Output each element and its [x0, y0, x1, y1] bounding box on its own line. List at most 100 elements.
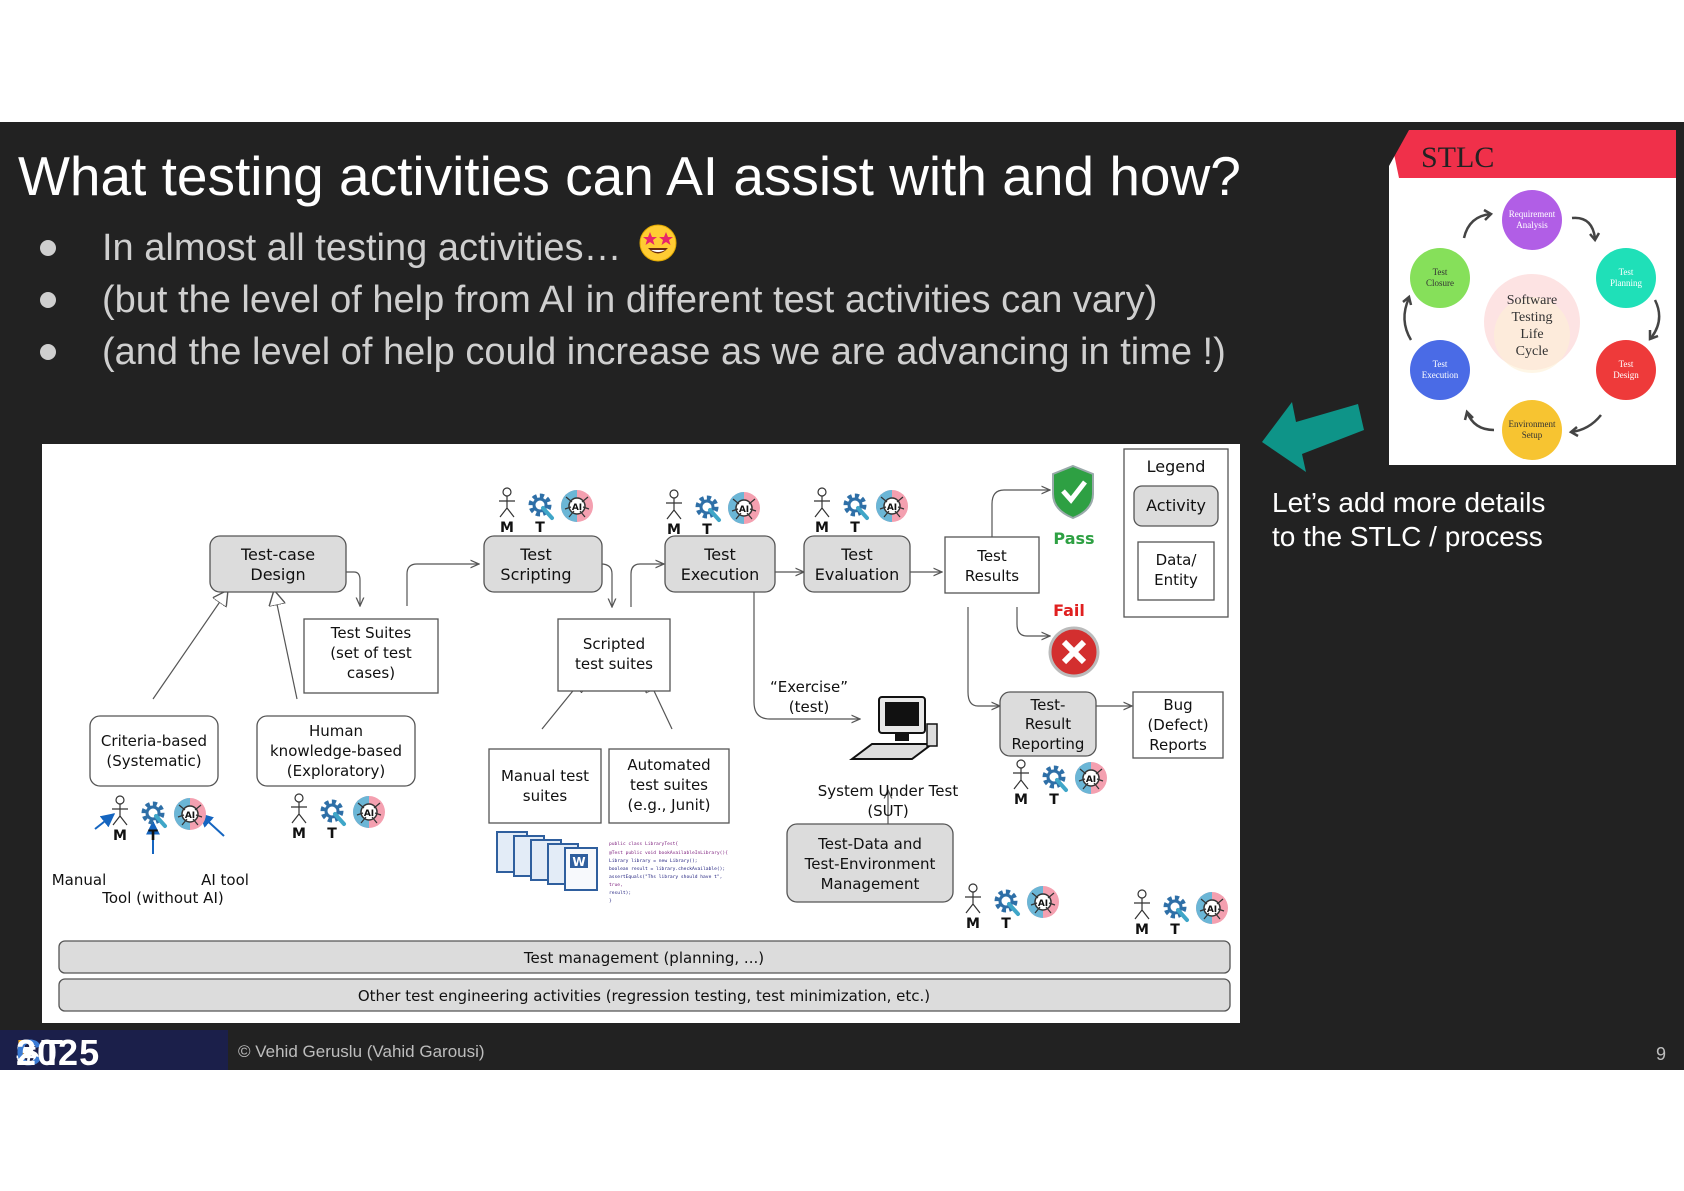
svg-text:T: T	[1170, 922, 1180, 938]
svg-text:M: M	[113, 828, 127, 844]
svg-text:Test-: Test-	[1030, 696, 1066, 714]
svg-text:Reports: Reports	[1149, 736, 1207, 754]
svg-text:T: T	[148, 828, 158, 844]
svg-text:T: T	[1049, 792, 1059, 808]
svg-text:Test-Data and: Test-Data and	[817, 835, 922, 853]
star-struck-emoji-icon	[638, 223, 678, 277]
svg-text:T: T	[702, 522, 712, 538]
computer-icon	[849, 696, 938, 760]
activity-test-execution: Test Execution	[664, 535, 776, 593]
bullet-list: In almost all testing activities… (but t…	[40, 222, 1226, 378]
bullet-dot	[40, 240, 56, 256]
fail-x-icon	[1048, 626, 1100, 678]
note-line: Let’s add more details	[1272, 487, 1546, 518]
stlc-center-line: Software	[1507, 293, 1558, 308]
svg-text:(Defect): (Defect)	[1147, 716, 1208, 734]
svg-text:Analysis: Analysis	[1516, 220, 1548, 230]
svg-text:Scripted: Scripted	[583, 635, 645, 653]
svg-text:AI: AI	[1086, 775, 1096, 785]
mt-ai-icon-group: M T AI	[665, 489, 761, 538]
svg-text:AI: AI	[887, 503, 897, 513]
entity-test-results: Test Results	[944, 536, 1040, 594]
activity-test-evaluation: Test Evaluation	[803, 535, 911, 593]
svg-text:Test-Environment: Test-Environment	[804, 855, 936, 873]
svg-text:test suites: test suites	[575, 655, 653, 673]
svg-text:T: T	[535, 520, 545, 536]
svg-text:(set of test: (set of test	[330, 644, 412, 662]
entity-manual-suites: Manual test suites	[488, 748, 602, 824]
svg-text:Execution: Execution	[1422, 370, 1459, 380]
bullet-item: (and the level of help could increase as…	[40, 326, 1226, 378]
manual-label: Manual	[52, 871, 107, 889]
svg-text:Test: Test	[976, 547, 1007, 565]
teal-arrow-icon	[1262, 402, 1364, 472]
svg-text:Automated: Automated	[627, 756, 710, 774]
stlc-phase-environment: Environment Setup	[1502, 400, 1562, 460]
legend-activity: Activity	[1146, 496, 1206, 515]
svg-text:Test: Test	[703, 545, 736, 564]
svg-text:M: M	[1014, 792, 1028, 808]
pass-label: Pass	[1053, 529, 1094, 548]
svg-text:Test: Test	[1433, 359, 1448, 369]
activity-test-case-design: Test-case Design	[209, 535, 347, 593]
bullet-text: In almost all testing activities…	[102, 227, 622, 269]
mt-ai-icon-group: M T AI	[1133, 889, 1229, 938]
mt-ai-icon-group: M T AI	[1012, 759, 1108, 808]
mt-ai-icon-group: M T AI	[290, 793, 386, 842]
slide: What testing activities can AI assist wi…	[0, 122, 1684, 1073]
svg-text:Design: Design	[1613, 370, 1639, 380]
copyright-text: © Vehid Geruslu (Vahid Garousi)	[238, 1042, 485, 1061]
exercise-label: “Exercise”	[770, 678, 848, 696]
svg-text:}: }	[609, 898, 612, 904]
legend-title: Legend	[1147, 457, 1206, 476]
svg-text:Evaluation: Evaluation	[815, 565, 899, 584]
svg-text:cases): cases)	[347, 664, 395, 682]
svg-text:Test: Test	[1619, 267, 1634, 277]
svg-text:Test: Test	[519, 545, 552, 564]
stlc-figure: STLC Software Testing Life Cycle Require…	[1389, 130, 1676, 465]
diagram-legend: Legend Activity Data/ Entity	[1123, 448, 1229, 618]
activity-test-scripting: Test Scripting	[483, 535, 603, 593]
svg-text:result);: result);	[609, 890, 631, 896]
stlc-header-band	[1389, 130, 1676, 178]
svg-text:Planning: Planning	[1610, 278, 1643, 288]
stlc-center-line: Life	[1520, 327, 1543, 342]
bullet-dot	[40, 344, 56, 360]
svg-text:M: M	[1135, 922, 1149, 938]
note-line: to the STLC / process	[1272, 521, 1543, 552]
svg-text:Test: Test	[840, 545, 873, 564]
word-documents-icon: W	[496, 831, 598, 891]
svg-text:W: W	[572, 855, 585, 869]
activity-human-knowledge-based: Human knowledge-based (Exploratory)	[256, 715, 416, 787]
tool-label: Tool (without AI)	[101, 889, 223, 907]
stlc-cycle-arrows	[1402, 208, 1661, 438]
svg-text:Management: Management	[821, 875, 920, 893]
svg-text:Library library = new Library(: Library library = new Library();	[609, 858, 698, 864]
svg-text:Test: Test	[1433, 267, 1448, 277]
svg-text:public class LibraryTest{: public class LibraryTest{	[609, 841, 678, 847]
exercise-label: (test)	[789, 698, 830, 716]
svg-text:Closure: Closure	[1426, 278, 1454, 288]
svg-text:Human: Human	[309, 722, 363, 740]
mt-ai-icon-group: M T AI	[498, 487, 594, 536]
svg-text:T: T	[1001, 916, 1011, 932]
page-number: 9	[1656, 1044, 1667, 1064]
svg-text:assertEquals("Ths library shou: assertEquals("Ths library should have t"…	[609, 874, 722, 880]
activity-test-result-reporting: Test- Result Reporting	[999, 691, 1097, 757]
sut-label: (SUT)	[867, 802, 908, 820]
svg-text:knowledge-based: knowledge-based	[270, 742, 402, 760]
svg-text:true,: true,	[609, 882, 623, 888]
bullet-text: (and the level of help could increase as…	[102, 331, 1226, 373]
svg-text:Environment: Environment	[1509, 419, 1556, 429]
svg-text:AI: AI	[572, 503, 582, 513]
svg-text:boolean result = library.check: boolean result = library.checkAvailable(…	[609, 866, 725, 872]
svg-text:AI: AI	[364, 809, 374, 819]
stlc-phase-execution: Test Execution	[1410, 340, 1470, 400]
svg-text:T: T	[327, 826, 337, 842]
svg-text:Design: Design	[250, 565, 305, 584]
svg-text:Test: Test	[1619, 359, 1634, 369]
svg-text:Reporting: Reporting	[1012, 735, 1085, 753]
pass-shield-icon	[1052, 464, 1094, 520]
svg-text:@Test public void bookAvailabl: @Test public void bookAvailableInLibrary…	[609, 850, 728, 856]
